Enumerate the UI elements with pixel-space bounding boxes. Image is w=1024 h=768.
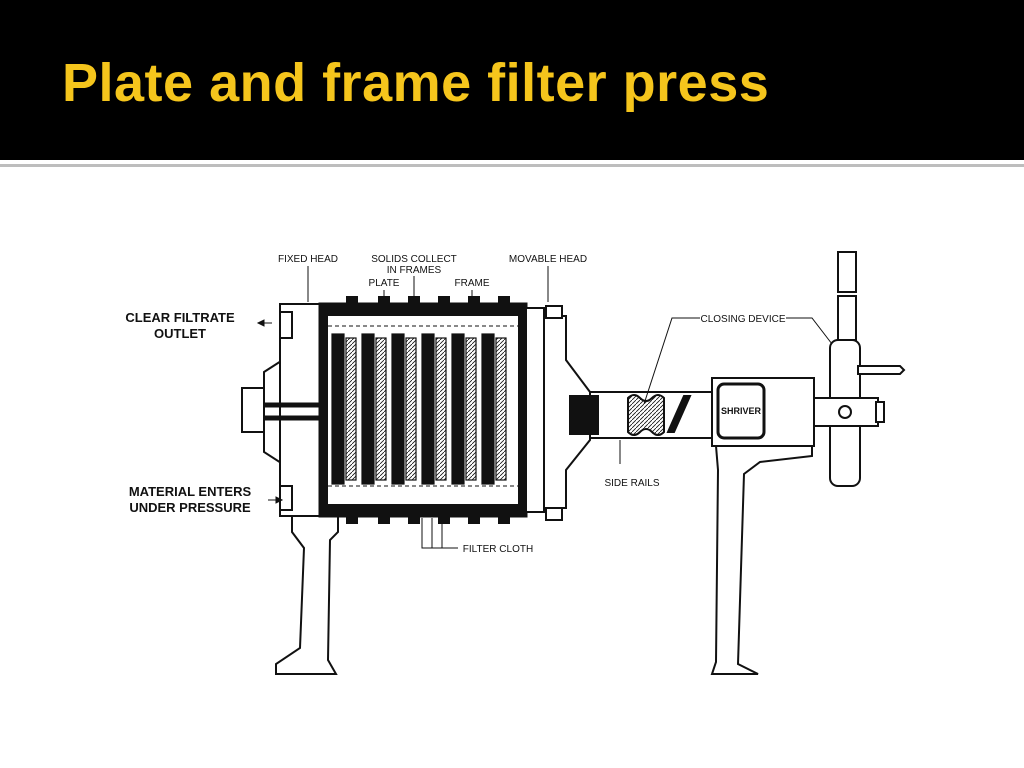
label-solids-collect-line2: IN FRAMES — [387, 265, 442, 276]
label-movable-head: MOVABLE HEAD — [509, 254, 587, 265]
side-rail — [569, 391, 721, 439]
fixed-head-housing — [241, 303, 325, 517]
label-material-enters-line2: UNDER PRESSURE — [129, 500, 251, 515]
leader-lines — [256, 266, 833, 549]
left-leg — [275, 515, 339, 675]
title-divider-gray — [0, 164, 1024, 167]
label-material-enters-line1: MATERIAL ENTERS — [129, 484, 252, 499]
closing-handwheel — [813, 251, 906, 487]
movable-head — [525, 305, 591, 521]
title-bar: Plate and frame filter press — [0, 0, 1024, 160]
label-clear-filtrate-line2: OUTLET — [154, 326, 206, 341]
title-divider-white — [0, 160, 1024, 164]
label-closing-device: CLOSING DEVICE — [700, 314, 785, 325]
label-frame: FRAME — [455, 278, 490, 289]
closing-device-housing — [710, 377, 815, 675]
label-clear-filtrate-line1: CLEAR FILTRATE — [125, 310, 235, 325]
label-side-rails: SIDE RAILS — [604, 478, 659, 489]
brand-label: SHRIVER — [721, 406, 762, 416]
label-filter-cloth: FILTER CLOTH — [463, 544, 533, 555]
label-plate: PLATE — [369, 278, 400, 289]
plates-and-frames — [331, 333, 507, 485]
label-fixed-head: FIXED HEAD — [278, 254, 338, 265]
label-solids-collect-line1: SOLIDS COLLECT — [371, 254, 457, 265]
slide-title: Plate and frame filter press — [62, 53, 770, 113]
